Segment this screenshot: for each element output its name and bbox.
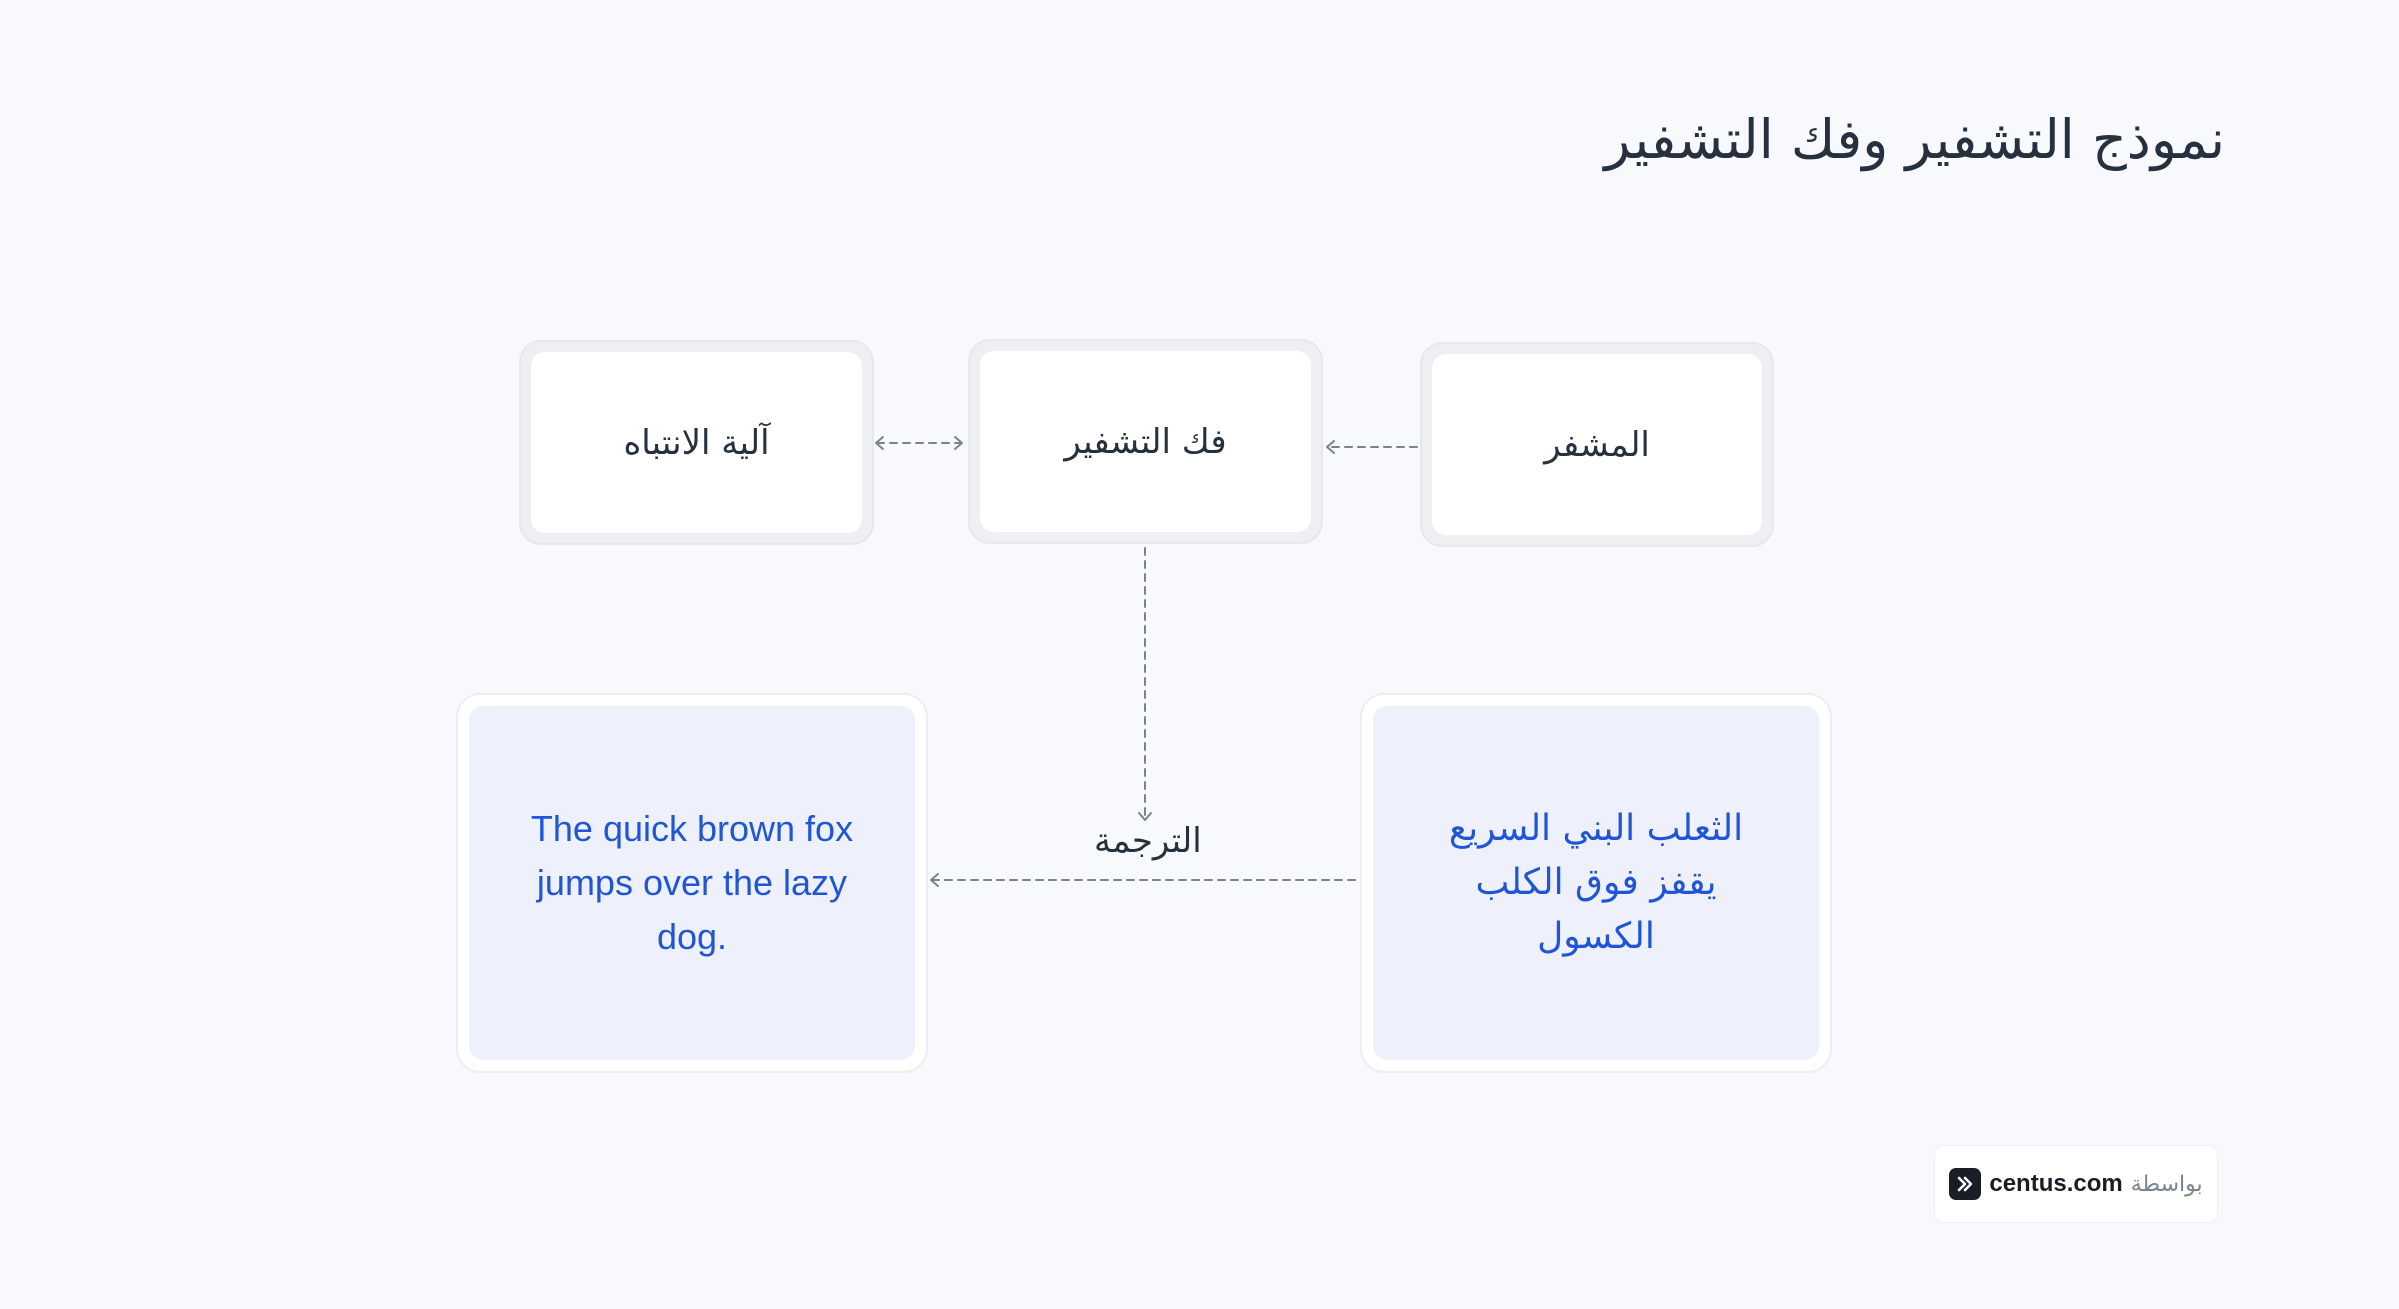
- target-sentence-card: The quick brown fox jumps over the lazy …: [456, 693, 928, 1073]
- source-sentence-card: الثعلب البني السريع يقفز فوق الكلب الكسو…: [1360, 693, 1832, 1073]
- translation-label: الترجمة: [1094, 821, 1202, 861]
- target-sentence: The quick brown fox jumps over the lazy …: [469, 706, 915, 1060]
- encoder-node-label: المشفر: [1432, 354, 1762, 535]
- decoder-node-label: فك التشفير: [980, 351, 1311, 532]
- chevron-double-right-icon: [1949, 1168, 1982, 1200]
- arrowhead-target: [930, 873, 939, 887]
- badge-brand: centus.com: [1989, 1170, 2123, 1197]
- badge-by-label: بواسطة: [2130, 1171, 2203, 1197]
- source-sentence: الثعلب البني السريع يقفز فوق الكلب الكسو…: [1373, 706, 1819, 1060]
- arrowhead-decoder-left: [1326, 440, 1335, 454]
- arrowhead-attention-right: [954, 436, 963, 450]
- decoder-node: فك التشفير: [968, 339, 1323, 544]
- arrowhead-down: [1138, 812, 1152, 821]
- attribution-badge[interactable]: centus.com بواسطة: [1934, 1145, 2218, 1223]
- arrowhead-attention-left: [875, 436, 884, 450]
- encoder-node: المشفر: [1420, 342, 1774, 547]
- diagram-title: نموذج التشفير وفك التشفير: [1604, 108, 2225, 171]
- attention-node: آلية الانتباه: [519, 340, 874, 545]
- attention-node-label: آلية الانتباه: [531, 352, 862, 533]
